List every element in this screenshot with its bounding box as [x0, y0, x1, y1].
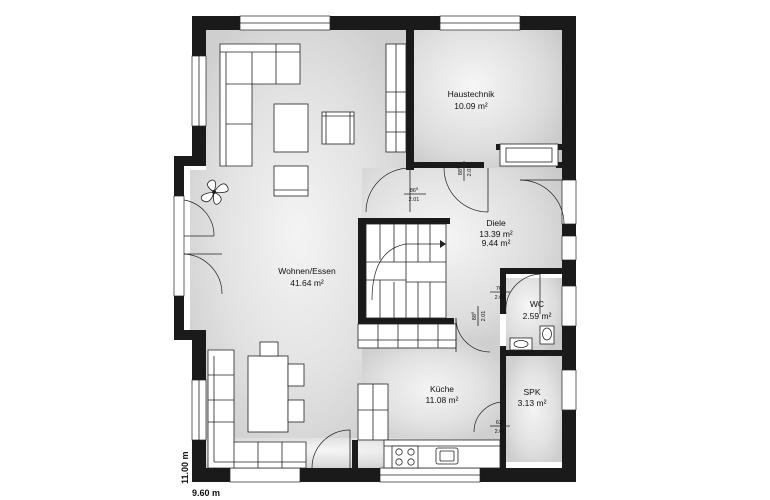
- kitchen-upper-counter: [357, 323, 457, 349]
- doors: [183, 167, 565, 469]
- room-area-spk: 3.13 m²: [518, 398, 547, 408]
- svg-text:2.01: 2.01: [409, 197, 420, 203]
- corner-bench: [207, 349, 307, 469]
- room-label-diele: Diele: [486, 218, 506, 228]
- staircase: [365, 223, 447, 319]
- room-area-kueche: 11.08 m²: [426, 395, 459, 405]
- room-label-wohnen: Wohnen/Essen: [278, 266, 336, 276]
- svg-text:885: 885: [470, 311, 478, 320]
- washbasin-icon: [509, 337, 533, 351]
- room-label-wc: WC: [530, 299, 544, 309]
- door-tag-1: 865 2.01: [404, 186, 426, 203]
- room-area-haustechnik: 10.09 m²: [454, 101, 488, 111]
- dining-table: [247, 355, 289, 433]
- svg-text:2.01: 2.01: [495, 429, 506, 435]
- room-area-wohnen: 41.64 m²: [290, 278, 324, 288]
- stove-icon: [391, 445, 419, 469]
- room-label-spk: SPK: [523, 387, 540, 397]
- room-label-haustechnik: Haustechnik: [448, 89, 496, 99]
- svg-text:865: 865: [410, 186, 419, 194]
- door-tag-4: 885 2.01: [470, 306, 487, 326]
- door-tag-5: 635 2.01: [490, 418, 510, 435]
- dimension-height: 11.00 m: [180, 451, 190, 484]
- door-tag-2: 885 2.01: [456, 161, 473, 181]
- svg-text:765: 765: [496, 284, 505, 292]
- sink-icon: [435, 447, 459, 465]
- sofa: [219, 43, 301, 167]
- svg-text:635: 635: [496, 418, 505, 426]
- room-area-wc: 2.59 m²: [523, 311, 552, 321]
- ottoman: [273, 165, 309, 197]
- armchair: [321, 111, 355, 145]
- door-tag-3: 765 2.01: [490, 284, 510, 301]
- room-label-kueche: Küche: [430, 384, 454, 394]
- svg-text:2.01: 2.01: [467, 166, 473, 177]
- svg-text:885: 885: [456, 166, 464, 175]
- toilet-icon: [539, 325, 555, 345]
- technical-equipment: [499, 143, 559, 167]
- svg-text:2.01: 2.01: [495, 295, 506, 301]
- room-area-diele-1: 13.39 m²: [479, 229, 513, 239]
- kitchen-island: [357, 383, 389, 441]
- room-area-diele-2: 9.44 m²: [482, 238, 511, 248]
- dimension-width: 9.60 m: [192, 488, 220, 498]
- svg-text:2.01: 2.01: [481, 311, 487, 322]
- dining-chairs: [259, 341, 305, 423]
- coffee-table: [273, 103, 309, 153]
- windows: [173, 15, 577, 483]
- plant-icon: [200, 179, 229, 205]
- shelf-unit: [385, 43, 407, 153]
